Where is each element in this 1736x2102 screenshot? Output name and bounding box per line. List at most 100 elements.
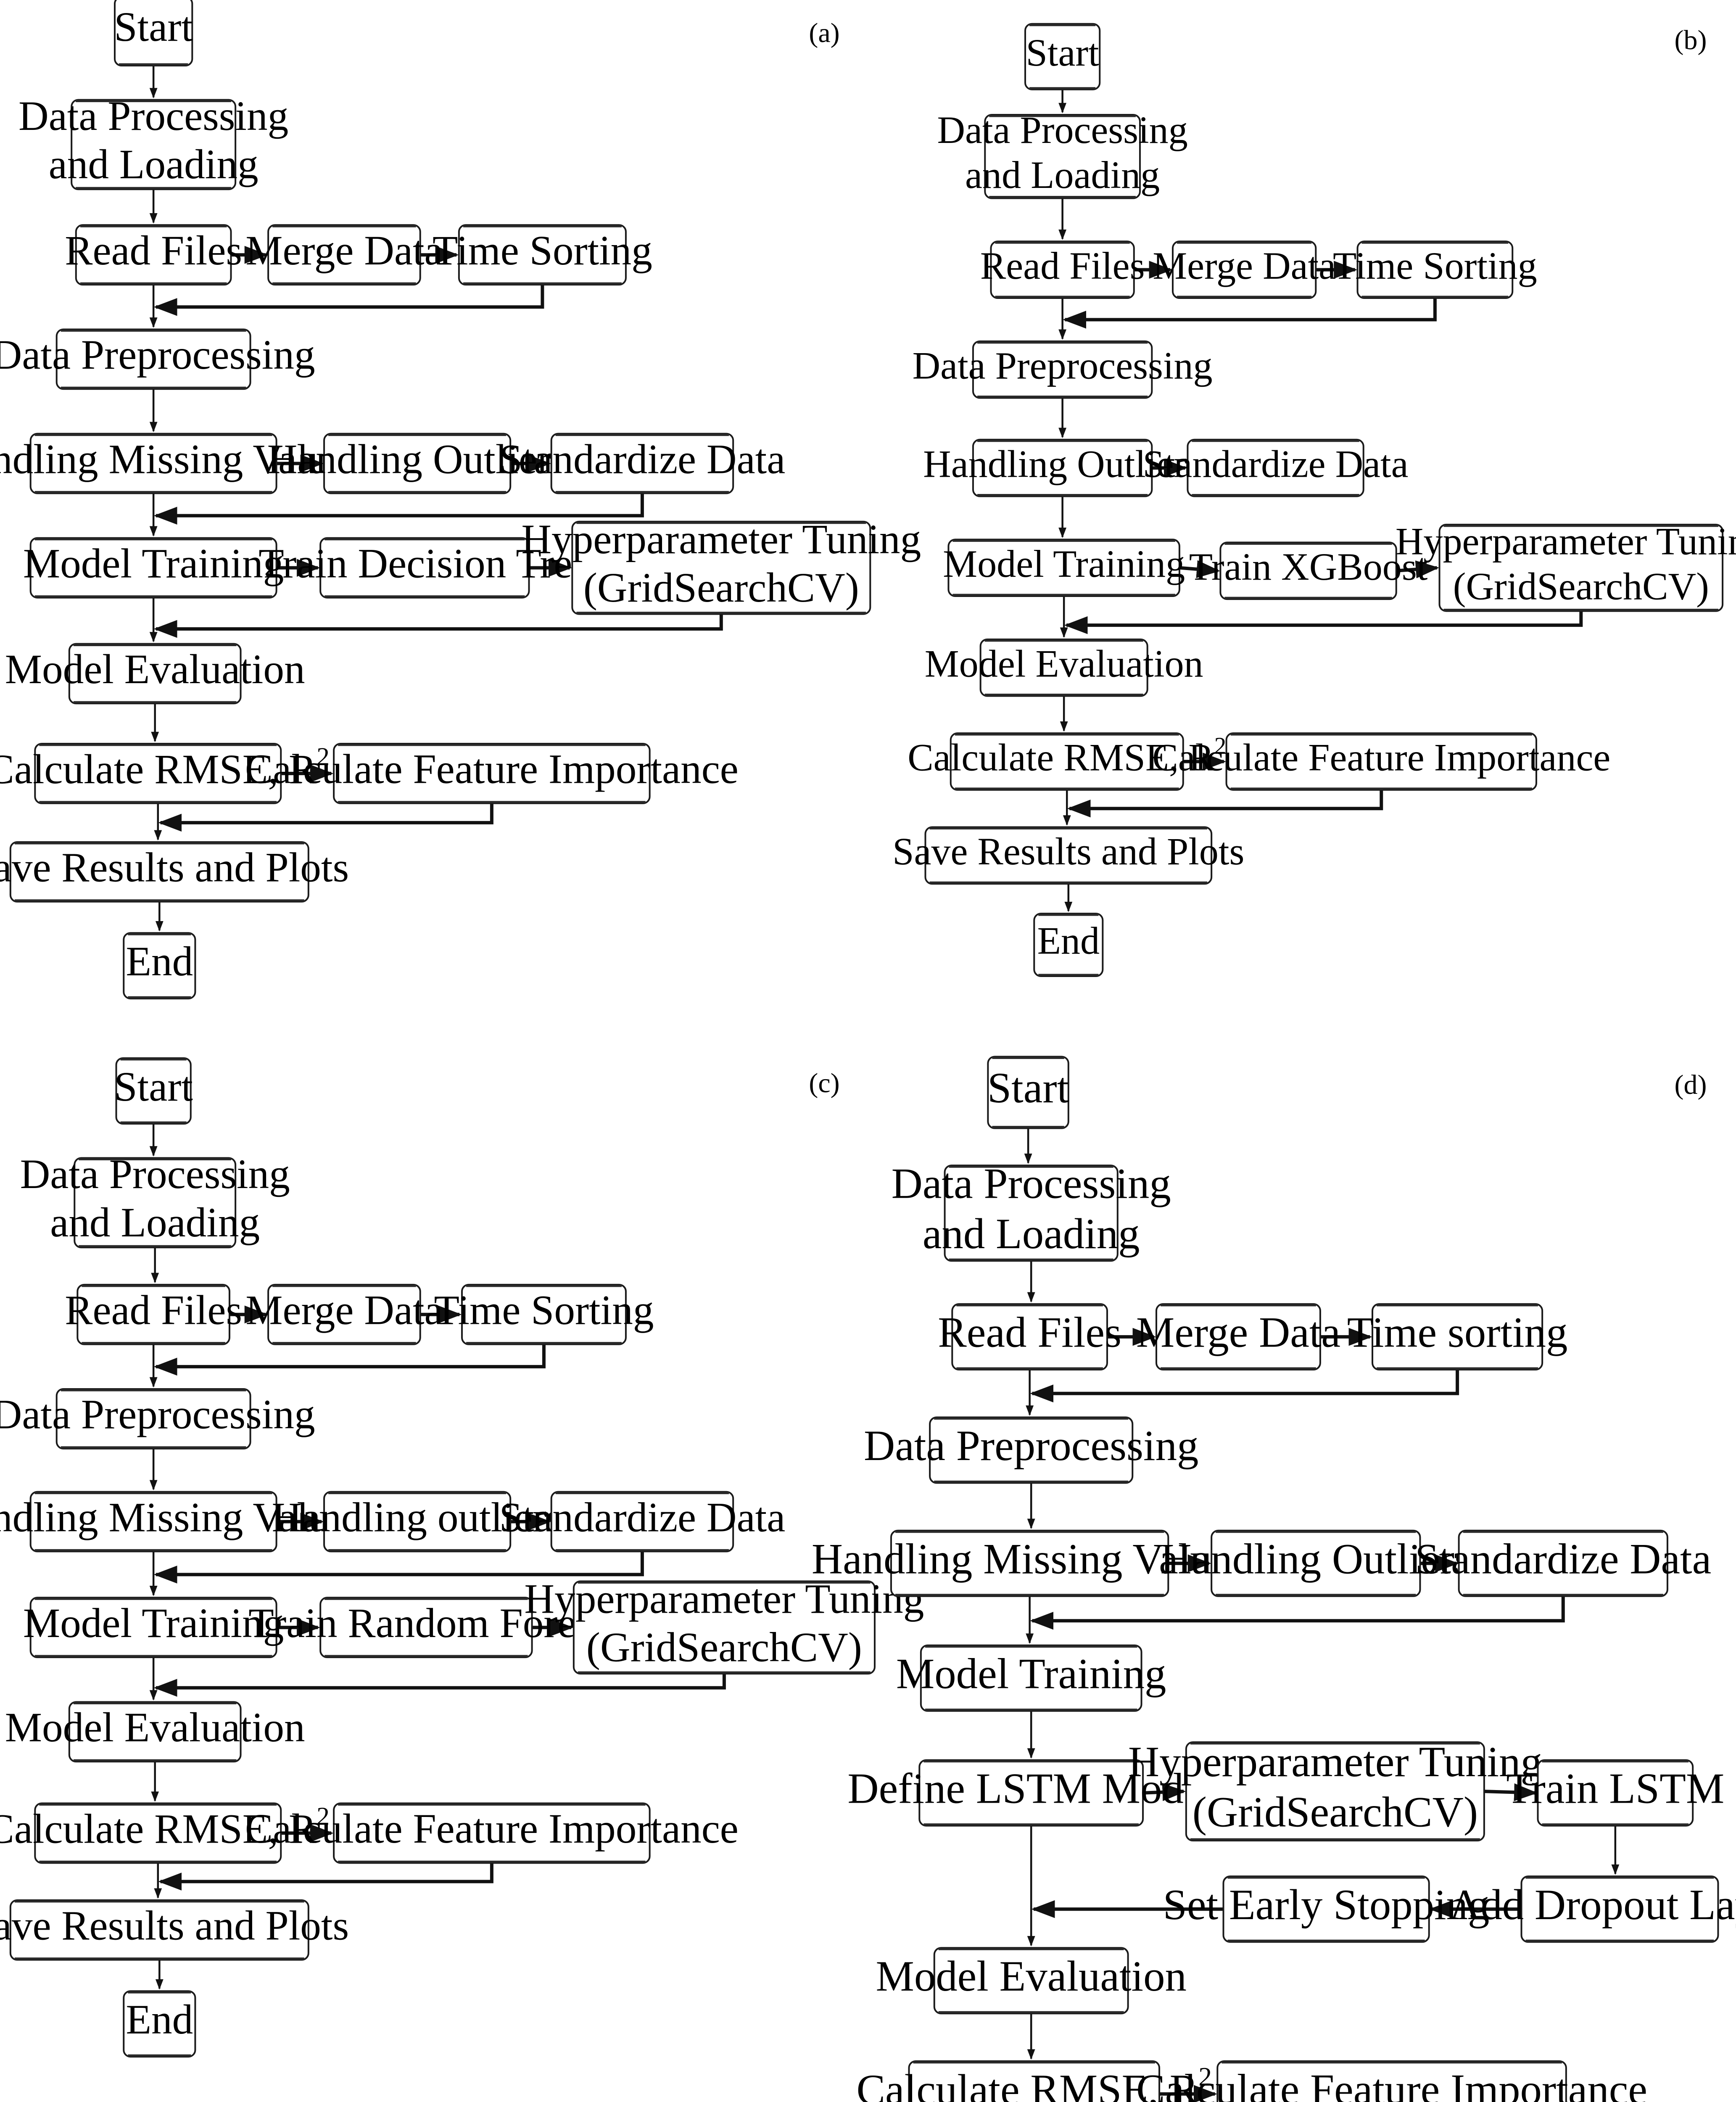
edge-timesorting-feedback xyxy=(153,1344,546,1376)
flow-node-b-meval: Model Evaluation xyxy=(925,638,1203,697)
flow-node-label: and Loading xyxy=(923,1210,1140,1258)
flow-node-label: and Loading xyxy=(965,153,1160,196)
flow-node-d-std: Standardize Data xyxy=(1415,1529,1711,1597)
flow-node-c-save: Save Results and Plots xyxy=(0,1899,349,1961)
edge-standardize-feedback xyxy=(153,493,644,525)
flow-node-label: End xyxy=(1037,919,1100,962)
flow-node-label: Save Results and Plots xyxy=(0,845,349,891)
flow-node-label: Calculate Feature Importance xyxy=(1136,2065,1647,2102)
flow-node-c-rmse: Calculate RMSE, R2 xyxy=(0,1802,330,1864)
edge-featureimportance-feedback xyxy=(1067,790,1383,818)
flow-node-label: Standardize Data xyxy=(1415,1535,1711,1583)
edge-timesorting-feedback xyxy=(1063,298,1437,329)
flow-node-d-mtrain: Model Training xyxy=(896,1644,1166,1712)
flow-node-d-trainlstm: Train LSTM xyxy=(1506,1759,1724,1827)
flow-node-d-meval: Model Evaluation xyxy=(876,1947,1187,2015)
flow-node-label: Calculate RMSE, R2 xyxy=(856,2061,1212,2102)
flow-node-label: Model Training xyxy=(943,542,1185,585)
flow-node-label: Standardize Data xyxy=(1143,442,1409,485)
edge-hyperparam-feedback xyxy=(153,1674,726,1697)
flow-node-label: Time sorting xyxy=(1347,1309,1568,1357)
flow-node-label: Hyperparameter Tuning xyxy=(521,517,921,562)
edge-timesorting-feedback xyxy=(153,285,544,316)
flow-node-label: and Loading xyxy=(49,142,259,187)
flow-node-label: Model Evaluation xyxy=(5,1705,305,1751)
edge-featureimportance-feedback xyxy=(158,803,493,832)
flow-node-b-read: Read Files xyxy=(980,240,1145,299)
edge-standardize-feedback xyxy=(153,1551,644,1584)
panel-label-c: (c) xyxy=(809,1068,839,1099)
flow-node-d-read: Read Files xyxy=(938,1303,1121,1371)
flow-node-label: Data Processing xyxy=(20,1151,290,1197)
flow-node-label: Merge Data xyxy=(1153,244,1336,287)
flow-node-label: Data Processing xyxy=(18,93,288,139)
flow-node-b-save: Save Results and Plots xyxy=(892,826,1244,885)
flow-node-label: (GridSearchCV) xyxy=(1453,565,1709,607)
flow-node-b-tsort: Time Sorting xyxy=(1333,240,1537,299)
flow-node-label: Train LSTM xyxy=(1506,1764,1724,1812)
flow-node-d-hmv: Handling Missing Values xyxy=(812,1529,1248,1597)
flow-node-label: Standardize Data xyxy=(499,1495,786,1540)
flow-node-c-cfi: Calculate Feature Importance xyxy=(245,1802,739,1864)
flow-node-label: Read Files xyxy=(938,1309,1121,1357)
flow-node-label: Data Processing xyxy=(937,108,1187,151)
flow-node-label: Calculate Feature Importance xyxy=(245,1806,739,1852)
flow-node-label: Model Evaluation xyxy=(5,647,305,692)
flow-node-c-read: Read Files xyxy=(65,1283,242,1345)
flow-node-c-meval: Model Evaluation xyxy=(5,1701,305,1763)
edge-hyperparam-feedback xyxy=(1064,611,1583,634)
flow-node-label: Model Training xyxy=(23,541,284,586)
flow-node-c-hpt: Hyperparameter Tuning(GridSearchCV) xyxy=(524,1576,924,1675)
edge-hyperparam-feedback xyxy=(153,614,723,638)
flow-node-label: Calculate Feature Importance xyxy=(1152,736,1610,779)
flow-node-label: Standardize Data xyxy=(499,436,786,482)
flow-node-label: Define LSTM Model xyxy=(847,1764,1215,1812)
flow-node-label: Merge Data xyxy=(245,228,443,274)
flow-node-a-start: Start xyxy=(113,0,193,66)
flow-node-label: Start xyxy=(114,4,193,50)
flow-node-a-hout: Handling Outliers xyxy=(267,433,567,494)
flow-node-d-dropout: Add Dropout Layer xyxy=(1449,1875,1736,1943)
flow-node-d-hout: Handling Outliers xyxy=(1161,1529,1471,1597)
edge-hyperparam-to-trainlstm xyxy=(1484,1783,1538,1801)
edge-featureimportance-feedback xyxy=(158,1863,493,1891)
flow-node-label: Time Sorting xyxy=(1333,244,1537,287)
flow-node-d-lstmdef: Define LSTM Model xyxy=(847,1759,1215,1827)
flow-node-c-prep: Data Preprocessing xyxy=(0,1388,315,1450)
flow-node-a-meval: Model Evaluation xyxy=(5,643,305,705)
flow-node-label: (GridSearchCV) xyxy=(583,565,859,611)
flow-node-label: Save Results and Plots xyxy=(0,1903,349,1949)
flow-node-d-hpt: Hyperparameter Tuning(GridSearchCV) xyxy=(1128,1738,1542,1842)
flow-node-label: Data Preprocessing xyxy=(913,344,1213,387)
flow-node-c-end: End xyxy=(123,1990,196,2058)
flow-node-label: End xyxy=(126,939,193,985)
edge-definelstm-to-hyperparam xyxy=(1142,1783,1186,1801)
flow-node-a-cfi: Calculate Feature Importance xyxy=(245,742,739,804)
flow-node-label: Start xyxy=(114,1064,193,1110)
flow-node-label: Start xyxy=(1026,31,1099,74)
panel-label-layer: (a) (b) (c) (d) xyxy=(809,18,1707,1100)
flow-node-label: (GridSearchCV) xyxy=(1193,1788,1478,1836)
flow-node-a-hpt: Hyperparameter Tuning(GridSearchCV) xyxy=(521,517,921,615)
flow-node-label: Train Decision Tree xyxy=(259,541,591,586)
flow-node-c-std: Standardize Data xyxy=(499,1491,786,1553)
flow-node-a-read: Read Files xyxy=(65,224,242,286)
flow-node-label: Read Files xyxy=(980,244,1145,287)
flow-node-b-prep: Data Preprocessing xyxy=(913,340,1213,399)
flow-node-label: Calculate RMSE, R2 xyxy=(0,1802,330,1852)
flow-node-b-std: Standardize Data xyxy=(1143,438,1409,497)
flow-node-label: Merge Data xyxy=(1136,1309,1340,1357)
flow-node-a-end: End xyxy=(123,932,196,1000)
flow-node-a-std: Standardize Data xyxy=(499,433,786,494)
flow-node-label: and Loading xyxy=(50,1200,260,1246)
flow-node-label: Handling Outliers xyxy=(923,442,1202,485)
flow-node-label: Handling Outliers xyxy=(267,436,567,482)
flow-node-d-prep: Data Preprocessing xyxy=(864,1416,1198,1484)
flow-node-b-hout: Handling Outliers xyxy=(923,438,1202,497)
